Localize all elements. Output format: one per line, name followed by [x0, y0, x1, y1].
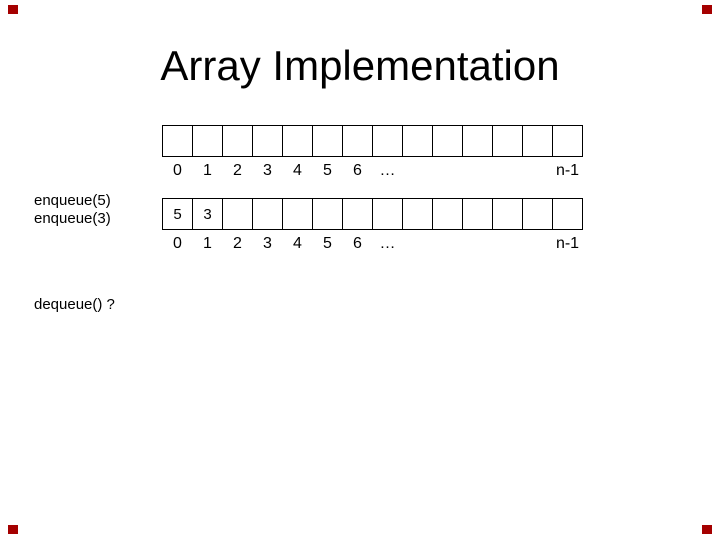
array-index-label: 4: [293, 235, 302, 252]
array-index-label: [402, 162, 433, 180]
array-index-label: 1: [203, 162, 212, 179]
array-cell: [402, 125, 433, 157]
operation-enqueue-5: enqueue(5): [34, 192, 111, 209]
array-cell: [342, 198, 373, 230]
array-cell: [492, 125, 523, 157]
array-cell: 3: [192, 198, 223, 230]
array-index-label: [522, 235, 553, 253]
array-index-label: 3: [263, 162, 272, 179]
array-cell: [552, 198, 583, 230]
array-index-label: 2: [233, 235, 242, 252]
operation-labels: enqueue(5) enqueue(3): [34, 192, 111, 228]
corner-marker-bottom-left: [8, 525, 18, 534]
queue-array-initial: 0 1 2 3 4 5 6 … n-1: [162, 125, 583, 180]
array-index-label: 0: [173, 162, 182, 179]
array-index-label: [522, 162, 553, 180]
array-index-label: [462, 162, 493, 180]
array-index-label: n-1: [555, 162, 580, 179]
corner-marker-top-right: [702, 5, 712, 14]
array-cell: [282, 198, 313, 230]
array-cell: [432, 125, 463, 157]
array-index-label: [492, 235, 523, 253]
array-cell: [372, 125, 403, 157]
corner-marker-bottom-right: [702, 525, 712, 534]
array-index-label: …: [379, 235, 396, 252]
array-index-label: 6: [353, 235, 362, 252]
array-index-label: [462, 235, 493, 253]
array-cell: 5: [162, 198, 193, 230]
array-index-label: 2: [233, 162, 242, 179]
slide-title: Array Implementation: [160, 42, 560, 89]
array-index-label: [432, 162, 463, 180]
array-cell: [252, 198, 283, 230]
array-cell: [462, 125, 493, 157]
array-index-label: n-1: [555, 235, 580, 252]
array-cell: [432, 198, 463, 230]
array-cell: [462, 198, 493, 230]
array-index-label: 1: [203, 235, 212, 252]
corner-marker-top-left: [8, 5, 18, 14]
array-cell: [552, 125, 583, 157]
dequeue-question: dequeue() ?: [34, 296, 115, 313]
array-cell: [282, 125, 313, 157]
array-index-label: 5: [323, 235, 332, 252]
array-cell: [522, 125, 553, 157]
array-index-label: 3: [263, 235, 272, 252]
array-cell: [312, 125, 343, 157]
array-cell: [342, 125, 373, 157]
array-cell: [402, 198, 433, 230]
array-cell: [522, 198, 553, 230]
array-index-label: 0: [173, 235, 182, 252]
array-cell: [372, 198, 403, 230]
array-cell: [192, 125, 223, 157]
array-index-label: 6: [353, 162, 362, 179]
array-index-label: [432, 235, 463, 253]
array-cell: [162, 125, 193, 157]
array-cell: [222, 125, 253, 157]
array-cell: [492, 198, 523, 230]
array-index-label: 5: [323, 162, 332, 179]
array-index-labels: 0 1 2 3 4 5 6 … n-1: [162, 162, 583, 180]
array-cell: [222, 198, 253, 230]
array-index-label: [492, 162, 523, 180]
array-cells: [162, 125, 583, 157]
array-index-labels: 0 1 2 3 4 5 6 … n-1: [162, 235, 583, 253]
array-index-label: 4: [293, 162, 302, 179]
array-index-label: …: [379, 162, 396, 179]
array-cell: [252, 125, 283, 157]
array-cell: [312, 198, 343, 230]
array-index-label: [402, 235, 433, 253]
operation-enqueue-3: enqueue(3): [34, 210, 111, 227]
